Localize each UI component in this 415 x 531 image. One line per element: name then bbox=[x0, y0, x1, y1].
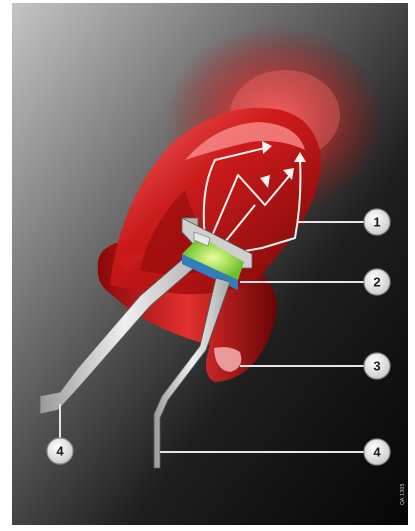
callout-1: 1 bbox=[364, 209, 390, 235]
callout-4-left: 4 bbox=[47, 438, 73, 464]
callout-label: 3 bbox=[373, 359, 380, 374]
callout-4-right: 4 bbox=[364, 439, 390, 465]
callout-label: 4 bbox=[373, 445, 381, 460]
callout-3: 3 bbox=[364, 353, 390, 379]
callout-2: 2 bbox=[364, 269, 390, 295]
callout-label: 1 bbox=[373, 215, 380, 230]
callout-label: 2 bbox=[373, 275, 380, 290]
image-code: QA 1305 bbox=[400, 483, 406, 505]
callout-label: 4 bbox=[56, 444, 64, 459]
